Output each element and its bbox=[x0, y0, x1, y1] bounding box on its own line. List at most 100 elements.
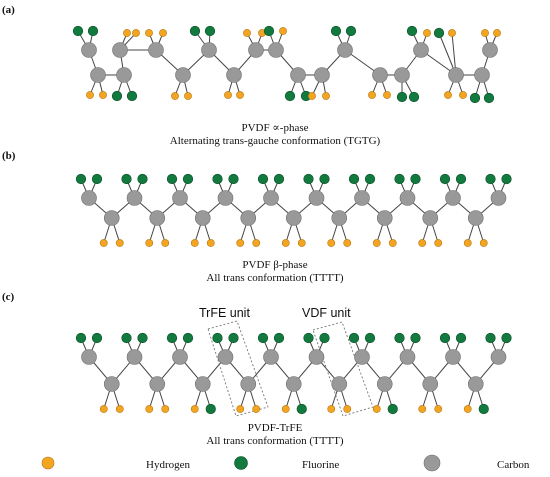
hydrogen-atom bbox=[161, 239, 170, 247]
hydrogen-atom bbox=[493, 29, 501, 37]
carbon-atom bbox=[217, 190, 234, 206]
hydrogen-atom bbox=[463, 405, 472, 413]
fluorine-atom bbox=[126, 90, 138, 102]
fluorine-atom bbox=[166, 173, 178, 185]
fluorine-atom bbox=[394, 173, 405, 185]
panel-c-caption: PVDF-TrFE All trans conformation (TTTT) bbox=[0, 422, 550, 448]
fluorine-atom bbox=[330, 25, 342, 37]
carbon-atom bbox=[268, 42, 284, 58]
fluorine-atom bbox=[348, 332, 360, 344]
fluorine-atom bbox=[205, 403, 216, 415]
carbon-atom bbox=[285, 376, 302, 392]
hydrogen-atom bbox=[343, 405, 352, 413]
carbon-atom bbox=[194, 376, 211, 392]
hydrogen-atom bbox=[297, 239, 306, 247]
fluorine-atom bbox=[273, 173, 285, 185]
fluorine-atom bbox=[483, 92, 495, 104]
carbon-atom bbox=[116, 67, 132, 83]
fluorine-atom bbox=[87, 25, 99, 37]
hydrogen-atom bbox=[308, 92, 316, 100]
hydrogen-atom bbox=[252, 405, 261, 413]
carbon-atom bbox=[445, 349, 461, 365]
hydrogen-atom bbox=[115, 405, 124, 413]
carbon-atom bbox=[399, 349, 416, 365]
fluorine-atom bbox=[485, 332, 496, 344]
fluorine-atom bbox=[433, 27, 445, 39]
hydrogen-atom bbox=[99, 239, 108, 247]
carbon-atom bbox=[201, 42, 217, 58]
hydrogen-atom bbox=[479, 239, 488, 247]
fluorine-atom bbox=[296, 403, 307, 415]
hydrogen-atom bbox=[463, 239, 472, 247]
carbon-atom bbox=[112, 42, 128, 58]
carbon-atom bbox=[474, 67, 490, 83]
carbon-atom bbox=[467, 210, 484, 226]
carbon-atom bbox=[263, 190, 279, 206]
hydrogen-atom bbox=[236, 405, 245, 413]
fluorine-atom bbox=[91, 173, 103, 185]
hydrogen-atom bbox=[206, 239, 215, 247]
hydrogen-atom bbox=[132, 29, 140, 37]
carbon-atom bbox=[175, 67, 191, 83]
hydrogen-atom bbox=[123, 29, 131, 37]
fluorine-atom bbox=[75, 332, 87, 344]
carbon-atom bbox=[290, 67, 306, 83]
hydrogen-atom bbox=[383, 91, 391, 99]
hydrogen-atom bbox=[434, 405, 443, 413]
fluorine-atom bbox=[121, 173, 132, 185]
fluorine-atom bbox=[121, 332, 132, 344]
carbon-atom bbox=[172, 190, 188, 206]
hydrogen-atom bbox=[236, 91, 244, 99]
fluorine-atom bbox=[257, 173, 269, 185]
hydrogen-atom bbox=[327, 239, 336, 247]
carbon-atom bbox=[372, 67, 388, 83]
fluorine-atom bbox=[111, 90, 123, 102]
carbon-atom bbox=[308, 190, 325, 206]
carbon-atom bbox=[90, 67, 106, 83]
hydrogen-atom bbox=[145, 405, 154, 413]
hydrogen-atom bbox=[99, 91, 107, 99]
fluorine-atom bbox=[228, 332, 239, 344]
carbon-atom bbox=[490, 190, 507, 206]
hydrogen-atom bbox=[372, 239, 381, 247]
carbon-atom bbox=[81, 349, 97, 365]
fluorine-atom bbox=[182, 173, 194, 185]
legend-hydrogen-label: Hydrogen bbox=[146, 459, 190, 471]
carbon-atom bbox=[422, 376, 439, 392]
fluorine-atom bbox=[182, 332, 194, 344]
carbon-atom bbox=[422, 210, 439, 226]
hydrogen-atom bbox=[224, 91, 232, 99]
fluorine-atom bbox=[303, 332, 314, 344]
panel-c-label: (c) bbox=[2, 291, 15, 303]
hydrogen-atom bbox=[279, 27, 287, 35]
hydrogen-atom bbox=[281, 239, 290, 247]
carbon-atom bbox=[331, 376, 348, 392]
panel-b-label: (b) bbox=[2, 150, 16, 162]
fluorine-atom bbox=[72, 25, 84, 37]
fluorine-atom bbox=[257, 332, 269, 344]
fluorine-atom bbox=[455, 332, 467, 344]
hydrogen-atom bbox=[115, 239, 124, 247]
carbon-atom bbox=[354, 349, 370, 365]
fluorine-atom bbox=[91, 332, 103, 344]
hydrogen-atom bbox=[444, 91, 452, 99]
carbon-atom bbox=[308, 349, 325, 365]
hydrogen-atom bbox=[252, 239, 261, 247]
fluorine-atom bbox=[204, 25, 216, 37]
carbon-atom bbox=[376, 210, 393, 226]
hydrogen-atom bbox=[368, 91, 376, 99]
hydrogen-atom bbox=[448, 29, 456, 37]
legend-hydrogen-icon bbox=[41, 456, 55, 470]
carbon-atom bbox=[263, 349, 279, 365]
hydrogen-atom bbox=[481, 29, 489, 37]
carbon-atom bbox=[217, 349, 234, 365]
legend-fluorine-label: Fluorine bbox=[302, 459, 340, 471]
fluorine-atom bbox=[439, 173, 451, 185]
fluorine-atom bbox=[303, 173, 314, 185]
carbon-atom bbox=[240, 210, 257, 226]
panel-a-caption: PVDF ∝-phase Alternating trans-gauche co… bbox=[0, 122, 550, 148]
hydrogen-atom bbox=[459, 91, 467, 99]
fluorine-atom bbox=[189, 25, 201, 37]
fluorine-atom bbox=[387, 403, 398, 415]
fluorine-atom bbox=[410, 332, 421, 344]
